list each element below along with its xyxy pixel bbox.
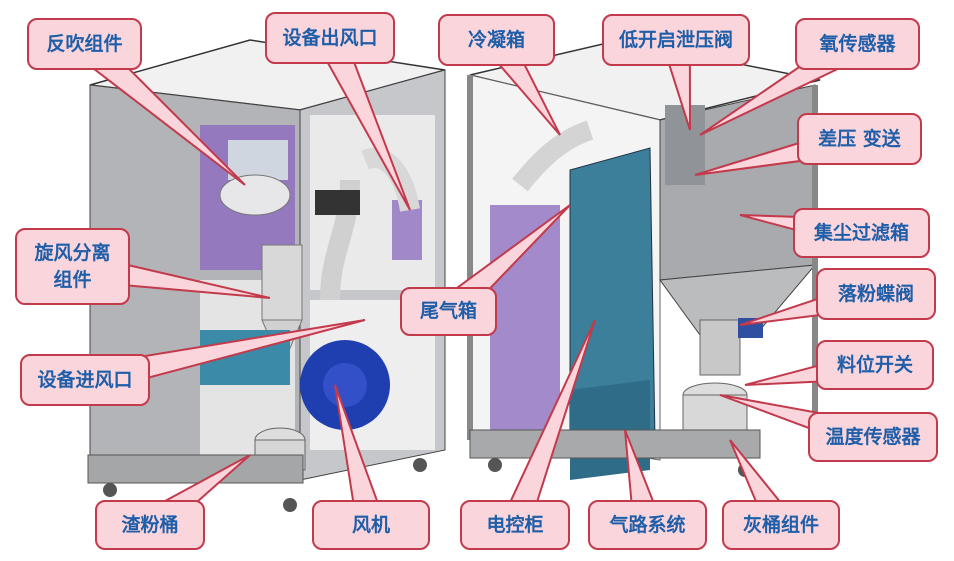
equipment-air-inlet-callout: 设备进风口	[20, 354, 150, 406]
temperature-sensor-callout: 温度传感器	[808, 412, 938, 462]
condenser-box-callout: 冷凝箱	[438, 14, 555, 66]
ash-bucket-assembly-callout: 灰桶组件	[722, 500, 840, 550]
left-machine	[87, 39, 446, 512]
powder-butterfly-valve-callout: 落粉蝶阀	[816, 268, 936, 320]
equipment-air-outlet-callout: 设备出风口	[265, 12, 395, 64]
oxygen-sensor-callout: 氧传感器	[795, 18, 920, 70]
level-switch-callout: 料位开关	[816, 340, 934, 390]
dust-filter-box-callout: 集尘过滤箱	[793, 208, 930, 258]
cyclone-separator-assembly-callout: 旋风分离 组件	[15, 228, 130, 305]
electrical-cabinet-callout: 电控柜	[460, 500, 570, 550]
differential-pressure-transmitter-callout: 差压 变送	[797, 113, 922, 165]
fan-callout: 风机	[312, 500, 430, 550]
slag-powder-bucket-callout: 渣粉桶	[95, 500, 205, 550]
exhaust-box-callout: 尾气箱	[400, 287, 497, 336]
right-machine	[467, 39, 821, 480]
back-blow-assembly-callout: 反吹组件	[27, 18, 142, 70]
gas-path-system-callout: 气路系统	[588, 500, 707, 550]
low-pressure-relief-valve-callout: 低开启泄压阀	[602, 14, 750, 66]
